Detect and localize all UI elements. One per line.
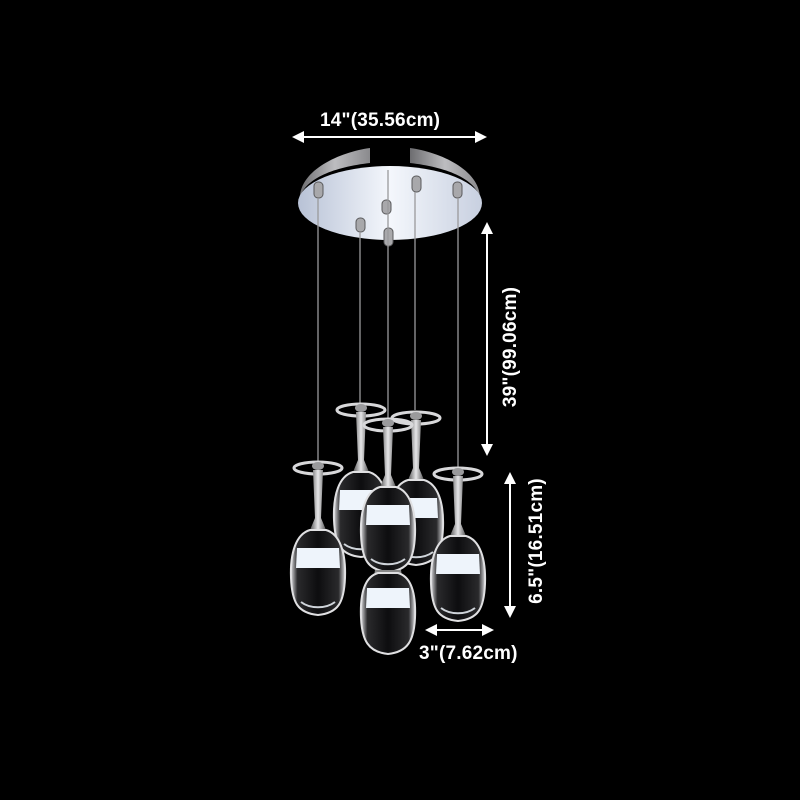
canopy-width-label: 14"(35.56cm) (320, 110, 441, 131)
glass-width-label: 3"(7.62cm) (419, 643, 518, 664)
glass-pendant-5 (359, 417, 417, 574)
glass-pendant-4 (429, 466, 487, 623)
glass-pendant-3 (289, 460, 347, 617)
drop-length-label: 39"(99.06cm) (500, 286, 521, 408)
drop-length-arrow (481, 222, 493, 456)
ceiling-canopy (298, 148, 482, 247)
canopy-width-arrow (292, 131, 487, 143)
glass-height-arrow (504, 472, 516, 618)
glass-height-label: 6.5"(16.51cm) (526, 478, 547, 604)
glass-width-arrow (425, 624, 494, 636)
glass-pendant-6 (359, 570, 417, 656)
suspension-cables (317, 170, 459, 468)
